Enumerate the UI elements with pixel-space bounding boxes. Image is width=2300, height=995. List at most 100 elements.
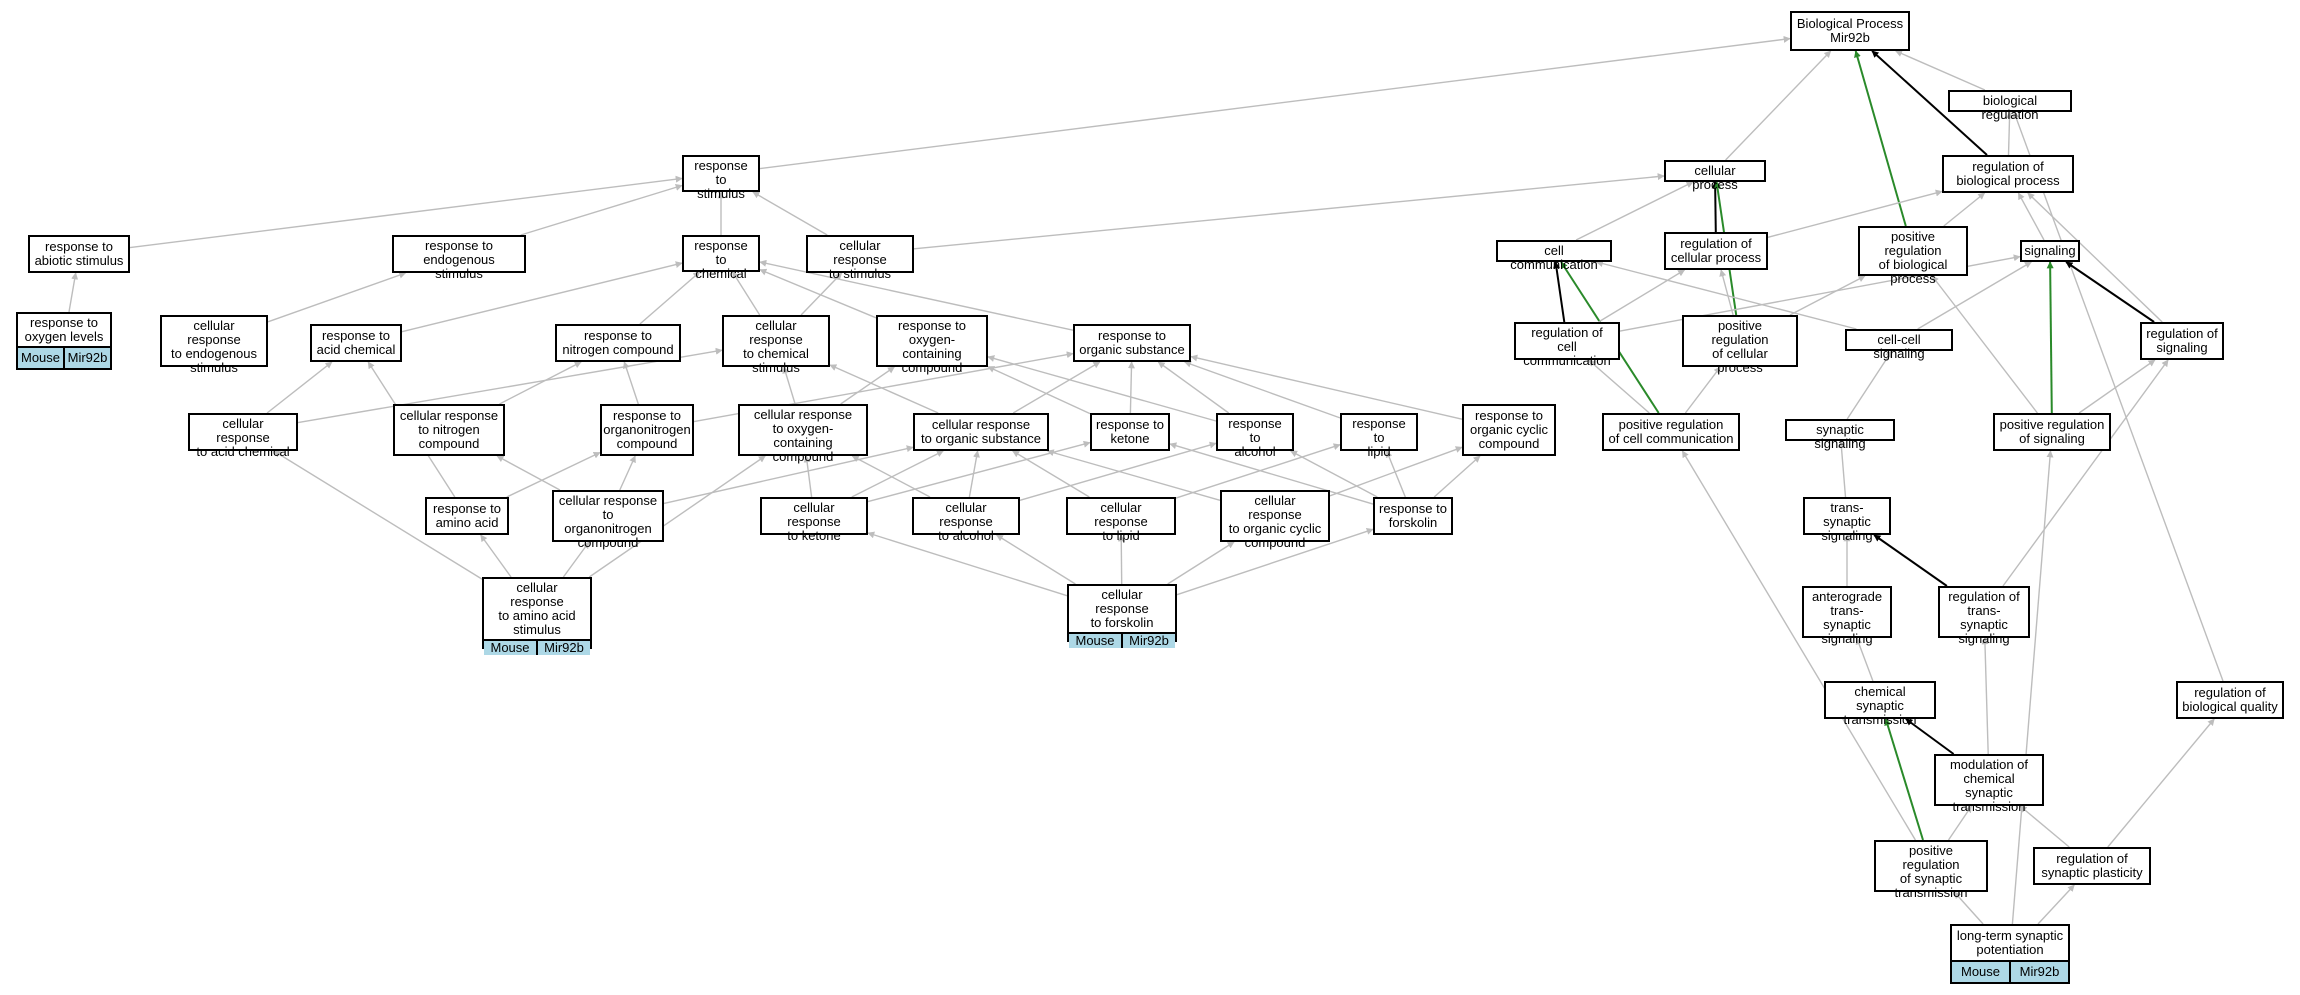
gene-tag: Mir92b [1121,634,1175,648]
go-term-label: anterograde trans-synaptic signaling [1811,589,1883,646]
edge-crcs-to-crs [800,272,843,316]
go-term-label: response to oxygen-containing compound [898,318,966,375]
go-term-label: response to acid chemical [316,328,396,357]
edge-ros2-to-sig [2065,261,2155,323]
edge-sig-to-rbp [2017,192,2045,241]
edge-rcp-to-cp [1711,181,1719,233]
go-term-label: cellular response to chemical stimulus [743,318,809,375]
edge-crocy-to-cros [1046,449,1221,501]
edge-rk-to-rocc [987,366,1091,415]
edge-prcc-to-rcc [1588,359,1650,414]
go-term-node-cres: cellular response to endogenous stimulus [160,315,268,375]
go-term-node-rsp: regulation of synaptic plasticity [2033,847,2151,885]
edge-prs-to-ros2 [2078,359,2156,414]
go-term-node-cp: cellular process [1664,160,1766,192]
go-term-label: Biological Process Mir92b [1796,16,1904,45]
edge-crf-to-cra [996,534,1076,585]
go-term-node-ra: response to alcohol [1216,413,1294,459]
edge-rbp-to-breg [2006,111,2014,156]
edge-ros-to-rtc [759,259,1074,331]
edge-rf-to-ra [1290,450,1378,498]
go-term-label: modulation of chemical synaptic transmis… [1949,757,2029,814]
edge-rf-to-rl [1385,450,1406,498]
go-term-label: long-term synaptic potentiation [1956,928,2064,957]
edge-cra-to-ra [1019,441,1217,501]
go-term-node-crocy: cellular response to organic cyclic comp… [1220,490,1330,550]
go-term-label: signaling [2024,243,2076,258]
edge-craa-to-crac [273,450,483,580]
edge-prcp-to-rcp [1719,269,1734,316]
go-term-label: cellular response to nitrogen compound [399,408,499,451]
go-term-node-res: response to endogenous stimulus [392,235,526,281]
go-term-node-rbq: regulation of biological quality [2176,681,2284,719]
go-term-node-rts: response to stimulus [682,155,760,201]
go-term-node-cra: cellular response to alcohol [912,497,1020,543]
go-term-label: response to nitrogen compound [562,328,674,357]
edge-rcc-to-rcp [1598,269,1686,323]
go-term-label: cellular response to organic cyclic comp… [1228,493,1322,550]
go-term-node-rk: response to ketone [1090,413,1170,451]
go-term-node-mcst: modulation of chemical synaptic transmis… [1934,754,2044,814]
go-term-node-crs: cellular response to stimulus [806,235,914,281]
go-term-label: response to organonitrogen compound [603,408,691,451]
go-term-node-ss: synaptic signaling [1785,419,1895,451]
go-term-node-rcc: regulation of cell communication [1514,322,1620,368]
go-term-label: regulation of biological process [1956,159,2060,188]
edge-prst-to-mcst [1947,805,1973,841]
edge-craa-to-croc [588,455,766,578]
go-term-node-cc: cell communication [1496,240,1612,272]
go-term-label: cellular response to forskolin [1090,587,1154,630]
go-term-node-cst: chemical synaptic transmission [1824,681,1936,727]
go-term-label: trans-synaptic signaling [1821,500,1873,543]
go-term-label: response to organic cyclic compound [1469,408,1549,451]
edge-cst-to-ats [1855,637,1874,682]
edge-crk-to-cros [851,450,944,498]
edge-cp-to-bp [1725,50,1832,161]
edge-rocc-to-rtc [759,268,877,319]
go-term-label: response to chemical [694,238,748,281]
go-term-node-bp: Biological Process Mir92b [1790,11,1910,51]
edge-croc-to-rocc [840,366,895,405]
go-term-label: synaptic signaling [1814,422,1866,451]
species-tag: Mouse [1952,962,2009,982]
gene-tag: Mir92b [2009,962,2068,982]
go-term-node-ros2: regulation of signaling [2140,322,2224,360]
edge-cc-to-cp [1575,181,1694,241]
go-term-label: biological regulation [1981,93,2039,122]
edge-rtss-to-ros2 [2002,359,2169,587]
edge-prcp-to-prbp [1789,275,1866,316]
edge-rcc-to-cc [1553,261,1566,323]
go-term-label: positive regulation of cell communicatio… [1608,417,1734,446]
go-term-label: cellular process [1692,163,1738,192]
edge-crs-to-rts [752,191,828,236]
edge-prst-to-prcc [1681,450,1917,841]
go-term-label: regulation of cell communication [1523,325,1611,368]
gene-tag: Mir92b [536,641,590,655]
edge-croc2-to-crnc [496,455,561,491]
edge-prs-to-sig [2046,261,2054,414]
edge-rbp-to-bp [1871,50,1988,156]
edge-cres-to-res [267,271,407,323]
edge-ccs-to-sig [1917,261,2032,330]
go-term-node-rtc: response to chemical [682,235,760,281]
edge-rcp-to-rbp [1767,189,1943,238]
edge-crl-to-cros [1012,450,1090,498]
edge-cros-to-ros [1012,361,1101,414]
edge-prs-to-prbp [1931,275,2038,414]
go-term-node-rcp: regulation of cellular process [1664,232,1768,270]
go-term-label: regulation of signaling [2146,326,2218,355]
edge-rtss-to-tss [1873,534,1948,587]
edge-rsp-to-rbq [2107,718,2215,848]
go-term-label: positive regulation of signaling [1999,417,2105,446]
edge-rsp-to-mcst [2019,805,2070,848]
species-tag: Mouse [1069,634,1121,648]
edge-crs-to-cp [913,173,1665,250]
edge-prbp-to-bp [1854,50,1907,227]
edge-rl-to-ros [1184,360,1341,419]
edge-ltp-to-prst [1953,891,1984,925]
